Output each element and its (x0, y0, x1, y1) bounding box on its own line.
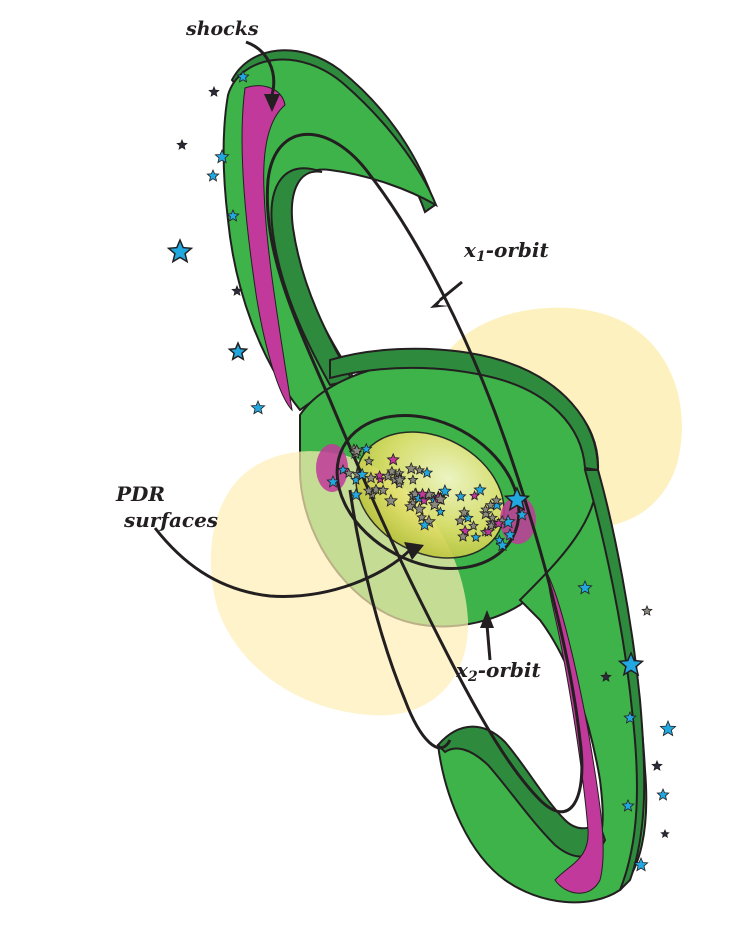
star-icon (621, 798, 635, 812)
arrow-x1-orbit (430, 280, 463, 308)
star-icon (370, 483, 382, 495)
star-icon (458, 506, 471, 518)
x1-orbit-path (265, 132, 584, 814)
star-icon (490, 497, 504, 511)
star-icon (386, 465, 398, 477)
x1-orbit-inner (348, 489, 452, 750)
star-icon (469, 490, 480, 501)
star-icon (404, 500, 417, 512)
star-icon (407, 474, 419, 485)
label-pdr-line2: surfaces (124, 508, 219, 532)
star-icon (355, 467, 369, 481)
star-icon (420, 466, 434, 479)
star-icon (363, 455, 375, 466)
star-icon (326, 474, 340, 488)
shock-region-lower (547, 574, 604, 894)
star-icon (236, 69, 250, 83)
bar-lower-arm (436, 469, 648, 904)
shock-region-upper (241, 85, 293, 412)
label-x1-tail: -orbit (485, 238, 549, 262)
star-icon (214, 148, 230, 164)
star-icon (454, 490, 467, 502)
star-icon (503, 527, 517, 541)
star-icon (617, 651, 645, 677)
star-icon (383, 493, 399, 507)
star-icon (413, 502, 427, 515)
star-icon (623, 710, 637, 724)
star-icon (480, 503, 492, 515)
star-icon (227, 341, 249, 361)
star-icon (633, 856, 649, 872)
star-icon (659, 719, 677, 737)
star-icon (206, 168, 220, 182)
star-icon (484, 499, 497, 511)
star-icon (487, 512, 498, 523)
star-icon (490, 494, 502, 506)
star-icon (503, 486, 531, 512)
star-icon (416, 511, 428, 523)
star-icon (404, 461, 418, 475)
star-icon (515, 507, 529, 521)
star-icon (577, 579, 593, 595)
star-icon (462, 511, 474, 523)
label-x2-tail: -orbit (477, 658, 541, 682)
star-icon (386, 452, 400, 466)
label-x2-main: x (456, 658, 468, 682)
label-x2-orbit: x2-orbit (456, 660, 541, 684)
star-icon (651, 759, 663, 771)
star-icon (362, 484, 375, 496)
star-icon (350, 443, 364, 457)
arrow-x2-orbit (480, 610, 494, 661)
star-icon (166, 238, 194, 264)
label-x2-sub: 2 (467, 669, 478, 685)
label-x1-main: x (464, 238, 476, 262)
star-icon (337, 463, 349, 475)
star-field (166, 69, 677, 872)
star-icon (414, 464, 426, 475)
star-icon (492, 517, 505, 529)
star-icon (482, 525, 495, 537)
star-icon (226, 208, 240, 222)
star-icon (417, 518, 432, 531)
star-icon (377, 484, 390, 496)
star-icon (433, 492, 448, 506)
label-x1-orbit: x1-orbit (464, 240, 549, 264)
star-icon (427, 497, 442, 511)
star-icon (641, 604, 653, 616)
star-icon (454, 514, 466, 526)
star-icon (470, 531, 482, 543)
label-shocks: shocks (186, 18, 259, 40)
star-icon (343, 467, 355, 479)
bar-upper-arm (222, 49, 439, 412)
star-icon (208, 85, 220, 97)
star-icon (485, 519, 497, 531)
star-icon (468, 520, 479, 531)
label-x1-sub: 1 (475, 249, 486, 265)
arrow-pdr (153, 527, 424, 598)
star-icon (360, 442, 373, 455)
star-icon (479, 506, 493, 520)
label-pdr-line1: PDR (116, 482, 166, 506)
star-icon (656, 787, 670, 801)
star-icon (495, 538, 510, 552)
star-icon (473, 482, 487, 496)
star-icon (231, 284, 243, 296)
star-icon (660, 829, 670, 839)
arrow-shocks (245, 40, 280, 112)
star-icon (250, 399, 266, 415)
star-icon (393, 473, 407, 486)
star-icon (437, 483, 452, 498)
star-icon (435, 506, 446, 517)
star-icon (349, 487, 363, 501)
star-icon (457, 530, 469, 542)
star-icon (600, 670, 612, 682)
star-icon (364, 471, 378, 484)
star-icon (176, 138, 188, 150)
star-icon (416, 487, 429, 500)
